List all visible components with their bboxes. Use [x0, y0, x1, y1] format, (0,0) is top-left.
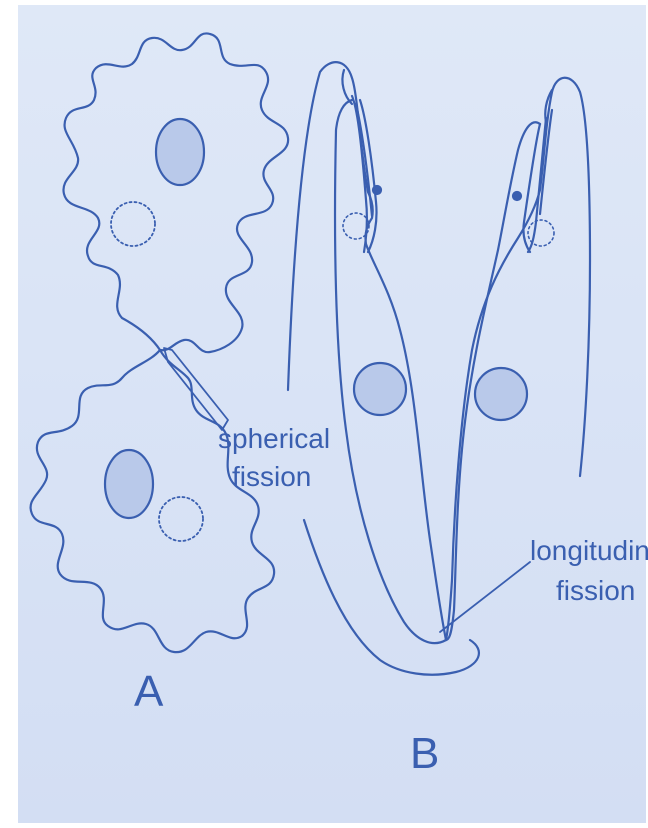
longitudinal-fission-label-line2: fission: [556, 575, 635, 606]
spherical-fission-leader: [164, 348, 228, 430]
right-eyespot: [513, 192, 521, 200]
longitudinal-fission-label-line1: longitudina: [530, 535, 648, 566]
panel-a-letter: A: [134, 667, 164, 716]
upper-contractile-vacuole: [111, 202, 155, 246]
left-eyespot: [373, 186, 381, 194]
lower-daughter-cell-outline: [31, 350, 275, 652]
right-contractile-vacuole: [528, 220, 554, 246]
upper-daughter-cell-outline: [63, 33, 288, 352]
right-reservoir: [523, 110, 552, 252]
lower-nucleus: [105, 450, 153, 518]
right-nucleus: [475, 368, 527, 420]
left-contractile-vacuole: [343, 213, 369, 239]
left-daughter-outer-outline: [288, 62, 446, 640]
panel-b-letter: B: [410, 729, 439, 778]
left-reservoir: [352, 96, 377, 252]
spherical-fission-label-line2: fission: [232, 461, 311, 492]
spherical-fission-label-line1: spherical: [218, 423, 330, 454]
left-nucleus: [354, 363, 406, 415]
upper-nucleus: [156, 119, 204, 185]
lower-contractile-vacuole: [159, 497, 203, 541]
